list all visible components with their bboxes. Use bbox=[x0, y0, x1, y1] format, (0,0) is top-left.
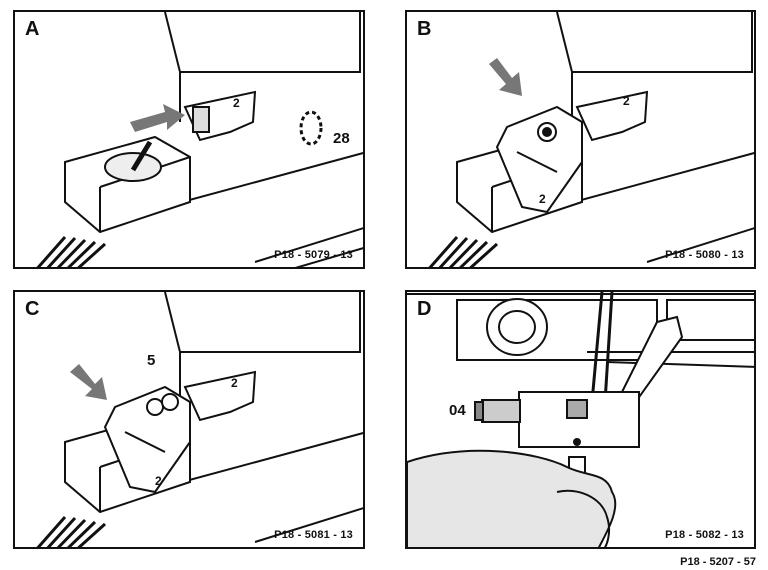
part-label: 2 bbox=[233, 96, 240, 110]
figure-code: P18 - 5079 - 13 bbox=[274, 249, 353, 261]
figure-code: P18 - 5082 - 13 bbox=[665, 529, 744, 541]
panel-a: A 28 2 P18 - 5079 - 13 bbox=[13, 10, 365, 269]
arrow-icon bbox=[489, 58, 522, 96]
arrow-icon bbox=[70, 364, 107, 400]
panel-letter: A bbox=[25, 18, 40, 40]
illustration-a bbox=[36, 12, 363, 267]
illustration-b bbox=[428, 12, 754, 267]
part-label: 2 bbox=[623, 94, 630, 108]
callout-label: 5 bbox=[147, 352, 156, 369]
panel-d: D 04 P18 - 5082 - 13 bbox=[405, 290, 756, 549]
arrow-icon bbox=[130, 104, 185, 132]
callout-label: 04 bbox=[449, 402, 466, 419]
panel-c: C 5 2 2 P18 - 5081 - 13 bbox=[13, 290, 365, 549]
part-label: 2 bbox=[155, 474, 162, 488]
panel-letter: C bbox=[25, 298, 40, 320]
part-label: 2 bbox=[539, 192, 546, 206]
panel-letter: D bbox=[417, 298, 432, 320]
part-label: 2 bbox=[231, 376, 238, 390]
callout-label: 28 bbox=[333, 130, 350, 147]
panel-letter: B bbox=[417, 18, 432, 40]
figure-code: P18 - 5081 - 13 bbox=[274, 529, 353, 541]
illustration-d bbox=[407, 292, 754, 547]
figure-code: P18 - 5080 - 13 bbox=[665, 249, 744, 261]
footer-figure-code: P18 - 5207 - 57 bbox=[680, 556, 756, 568]
panel-b: B 2 2 P18 - 5080 - 13 bbox=[405, 10, 756, 269]
illustration-c bbox=[36, 292, 363, 547]
